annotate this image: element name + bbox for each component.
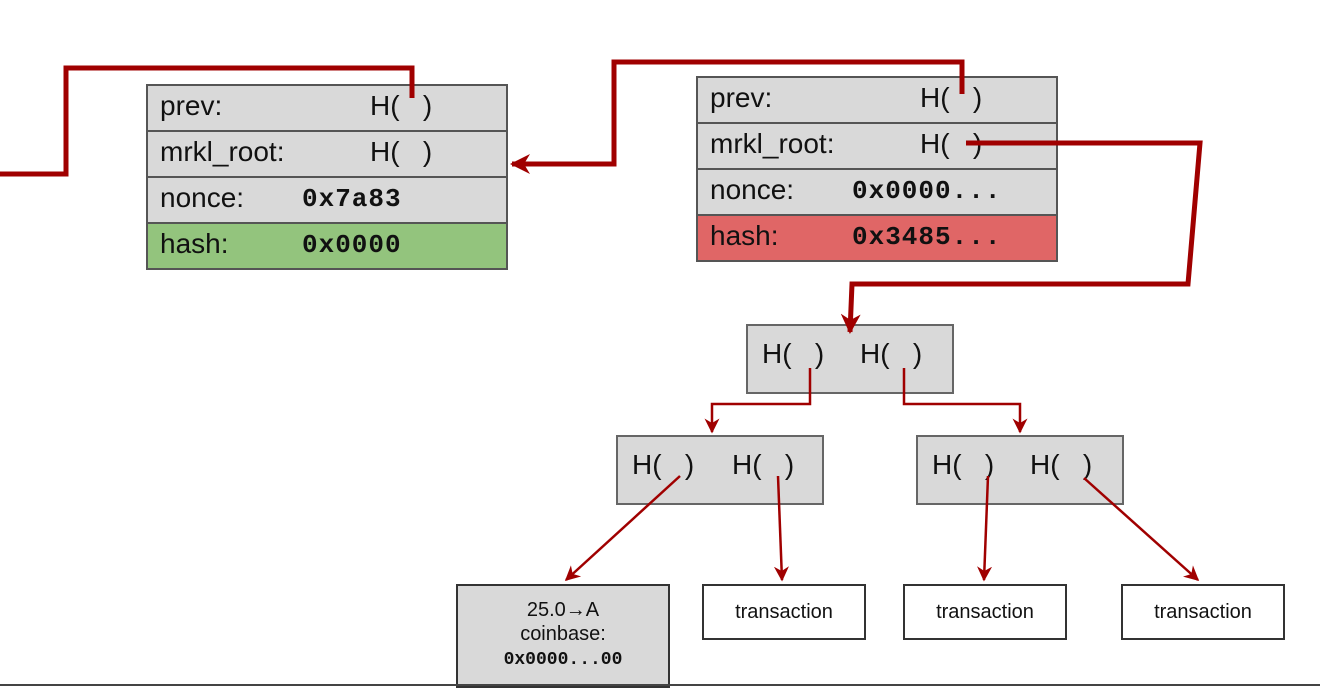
prev-row: prev: H( )	[148, 86, 506, 132]
hash-pointer-right: H( )	[732, 449, 795, 480]
coinbase-amount: 25.0→A	[526, 599, 600, 621]
transaction-leaf: transaction	[903, 584, 1067, 640]
mrkl-root-hash-pointer: H( )	[920, 128, 983, 159]
hash-pointer-right: H( )	[1030, 449, 1093, 480]
coinbase-transaction: 25.0→A coinbase: 0x0000...00	[456, 584, 670, 688]
hash-label: hash:	[710, 220, 779, 251]
mrkl-root-row: mrkl_root: H( )	[698, 124, 1056, 170]
hash-pointer-left: H( )	[632, 449, 695, 480]
hash-pointer-left: H( )	[932, 449, 995, 480]
prev-hash-pointer: H( )	[920, 82, 983, 113]
bottom-rule	[0, 684, 1320, 686]
mrkl-root-row: mrkl_root: H( )	[148, 132, 506, 178]
block-invalid: prev: H( ) mrkl_root: H( ) nonce: 0x0000…	[696, 76, 1058, 262]
nonce-row: nonce: 0x0000...	[698, 170, 1056, 216]
mrkl-root-hash-pointer: H( )	[370, 136, 433, 167]
transaction-leaf: transaction	[702, 584, 866, 640]
merkle-node-left: H( ) H( )	[616, 435, 824, 505]
mrkl-root-label: mrkl_root:	[710, 128, 835, 159]
prev-row: prev: H( )	[698, 78, 1056, 124]
nonce-label: nonce:	[710, 174, 795, 205]
block-valid: prev: H( ) mrkl_root: H( ) nonce: 0x7a83…	[146, 84, 508, 270]
merkle-node-right: H( ) H( )	[916, 435, 1124, 505]
nonce-label: nonce:	[160, 182, 245, 213]
nonce-value: 0x0000...	[852, 176, 1002, 206]
hash-value: 0x3485...	[852, 222, 1002, 252]
hash-row-valid: hash: 0x0000	[148, 224, 506, 268]
hash-pointer-right: H( )	[860, 338, 923, 369]
mrkl-root-label: mrkl_root:	[160, 136, 285, 167]
transaction-leaf: transaction	[1121, 584, 1285, 640]
prev-label: prev:	[160, 90, 223, 121]
hash-pointer-left: H( )	[762, 338, 825, 369]
nonce-value: 0x7a83	[302, 184, 402, 214]
coinbase-value: 0x0000...00	[503, 650, 623, 670]
coinbase-label: coinbase:	[520, 623, 606, 645]
hash-value: 0x0000	[302, 230, 402, 260]
nonce-row: nonce: 0x7a83	[148, 178, 506, 224]
hash-label: hash:	[160, 228, 229, 259]
merkle-root-node: H( ) H( )	[746, 324, 954, 394]
prev-label: prev:	[710, 82, 773, 113]
hash-row-invalid: hash: 0x3485...	[698, 216, 1056, 260]
prev-hash-pointer: H( )	[370, 90, 433, 121]
